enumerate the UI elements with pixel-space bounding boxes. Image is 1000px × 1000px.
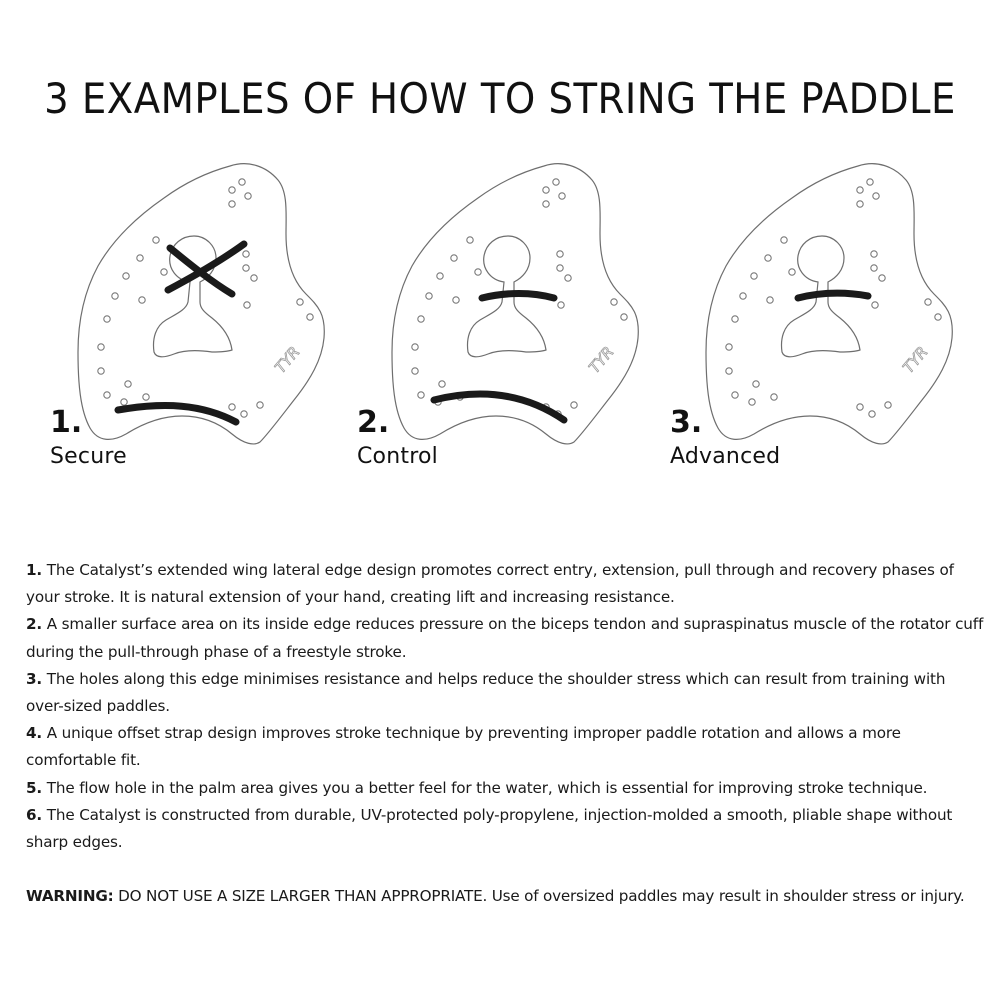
paddle-illustration: [705, 163, 953, 445]
paddle-example-advanced: [700, 162, 960, 462]
page-title: 3 EXAMPLES OF HOW TO STRING THE PADDLE: [44, 74, 956, 123]
cross-strap-b: [164, 240, 248, 294]
example-label-advanced: Advanced: [670, 444, 781, 469]
example-label-secure: Secure: [50, 444, 127, 469]
warning-caps-text: DO NOT USE A SIZE LARGER THAN APPROPRIAT…: [113, 887, 488, 905]
feature-text: A smaller surface area on its inside edg…: [26, 615, 984, 661]
tyr-logo-icon: [584, 342, 618, 377]
feature-number: 2.: [26, 615, 43, 634]
feature-number: 6.: [26, 805, 43, 824]
feature-number: 3.: [26, 669, 43, 688]
feature-number: 4.: [26, 724, 43, 743]
paddle-example-control: [386, 162, 646, 462]
example-number-3: 3.: [670, 405, 703, 440]
feature-item-4: 4. A unique offset strap design improves…: [26, 720, 986, 774]
feature-number: 5.: [26, 778, 43, 797]
feature-text: The Catalyst is constructed from durable…: [26, 805, 953, 852]
example-number-2: 2.: [357, 405, 390, 440]
feature-item-1: 1. The Catalyst’s extended wing lateral …: [26, 557, 986, 611]
lower-strap: [114, 402, 240, 426]
lower-strap: [430, 390, 568, 424]
feature-item-5: 5. The flow hole in the palm area gives …: [26, 775, 986, 802]
palm-strap: [478, 290, 558, 302]
feature-list: 1. The Catalyst’s extended wing lateral …: [26, 557, 986, 856]
feature-text: The holes along this edge minimises resi…: [26, 669, 946, 716]
tyr-logo-icon: [270, 342, 304, 377]
example-label-control: Control: [357, 444, 438, 469]
example-number-1: 1.: [50, 405, 83, 440]
paddle-illustration: [77, 163, 325, 445]
paddle-illustration: [391, 163, 639, 445]
feature-text: A unique offset strap design improves st…: [26, 724, 901, 770]
feature-text: The Catalyst’s extended wing lateral edg…: [26, 561, 954, 607]
feature-text: The flow hole in the palm area gives you…: [42, 778, 928, 797]
feature-item-6: 6. The Catalyst is constructed from dura…: [26, 802, 986, 856]
warning-label: WARNING:: [26, 887, 114, 905]
warning-notice: WARNING: DO NOT USE A SIZE LARGER THAN A…: [26, 883, 986, 910]
tyr-logo-icon: [898, 342, 932, 377]
feature-number: 1.: [26, 561, 43, 579]
feature-item-3: 3. The holes along this edge minimises r…: [26, 666, 986, 720]
palm-strap: [794, 289, 872, 302]
warning-text: Use of oversized paddles may result in s…: [487, 887, 965, 905]
paddle-example-secure: [72, 162, 332, 462]
feature-item-2: 2. A smaller surface area on its inside …: [26, 611, 986, 665]
